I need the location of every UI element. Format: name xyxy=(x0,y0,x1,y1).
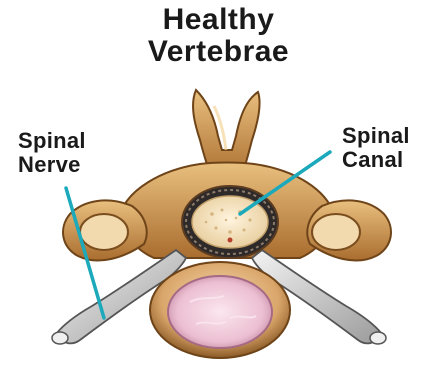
facet-joint-left xyxy=(80,214,128,250)
intervertebral-disc xyxy=(168,276,272,348)
spinal-nerve-label-line-2: Nerve xyxy=(18,153,81,177)
spinal-nerve-label-line-1: Spinal xyxy=(18,129,86,153)
spinal-canal-label-line-2: Canal xyxy=(342,148,403,172)
page-title-line-2: Vertebrae xyxy=(0,36,437,68)
spinal-canal-label-line-1: Spinal xyxy=(342,124,410,148)
page-title-line-1: Healthy xyxy=(0,4,437,36)
facet-joint-right xyxy=(312,214,360,250)
